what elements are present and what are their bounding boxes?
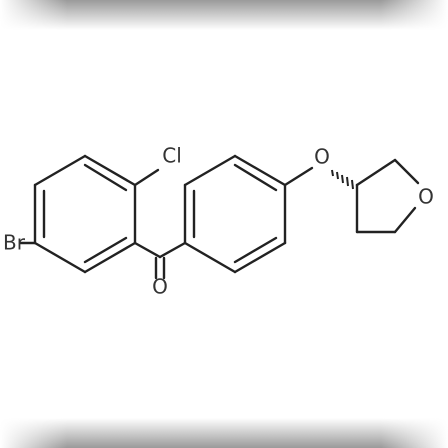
top-border-bar xyxy=(0,0,448,30)
carbonyl-group xyxy=(133,241,187,280)
right-benzene-ring xyxy=(183,154,287,274)
ether-oxygen-label: O xyxy=(314,145,330,169)
chlorine-label: Cl xyxy=(162,144,182,168)
chlorine-bond xyxy=(133,168,160,187)
stereo-hash-wedge xyxy=(331,169,354,190)
bottom-border-bar xyxy=(0,418,448,448)
tetrahydrofuran-ring xyxy=(355,158,420,234)
bromine-label: Br xyxy=(3,231,26,255)
ring-oxygen-label: O xyxy=(418,185,434,209)
left-benzene-ring xyxy=(33,154,137,274)
ether-bond xyxy=(283,166,314,187)
carbonyl-oxygen-label: O xyxy=(152,275,168,299)
